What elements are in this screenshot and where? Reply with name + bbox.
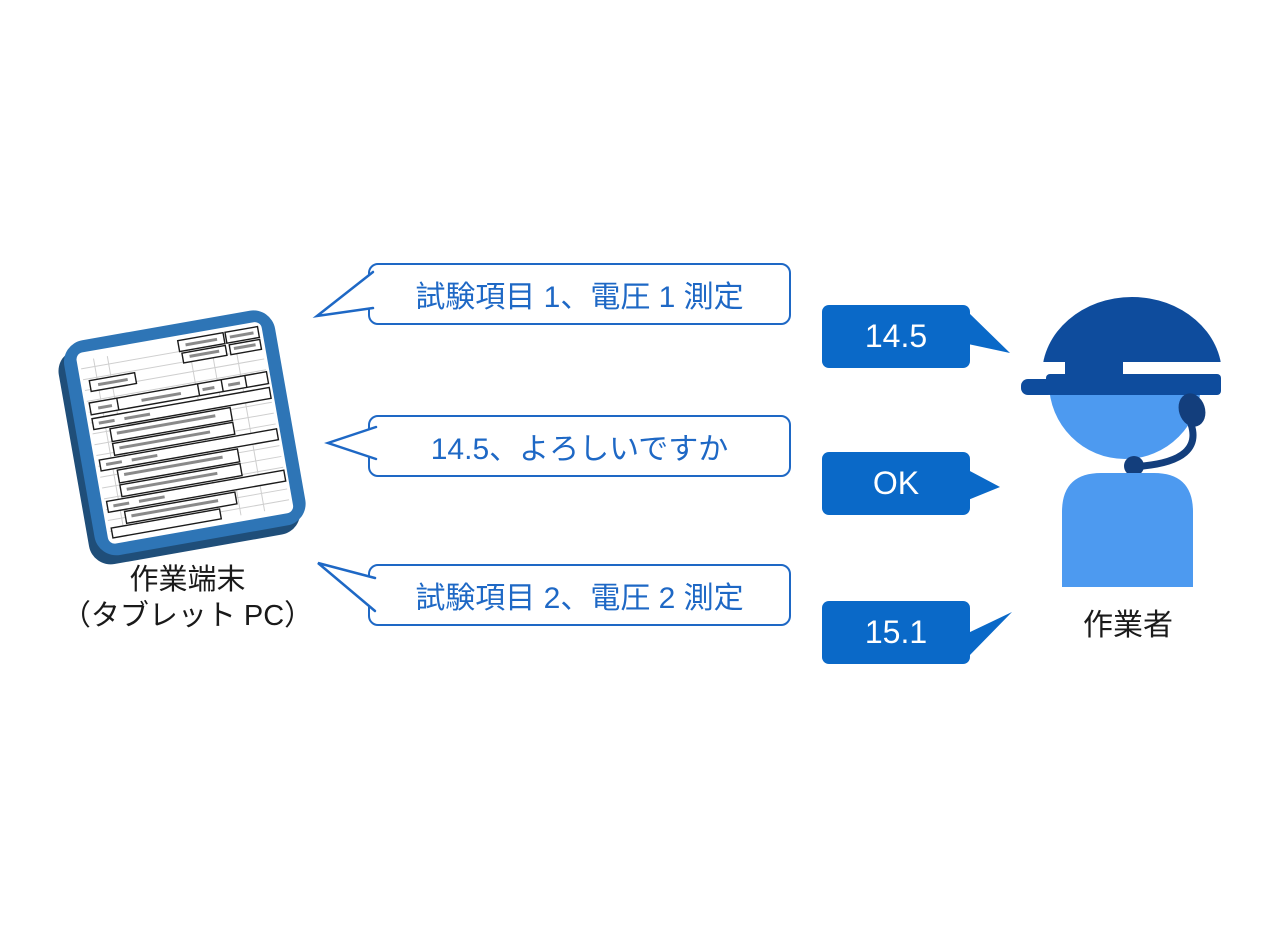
screen-text-marks [97, 331, 256, 518]
tablet-speech-bubble-2: 14.5、よろしいですか [368, 415, 791, 477]
tablet-speech-text-3: 試験項目 2、電圧 2 測定 [415, 582, 744, 615]
tablet-label-line2: （タブレット PC） [61, 600, 314, 632]
worker-body [1062, 473, 1193, 587]
tablet-label-line1: 作業端末 [129, 564, 246, 596]
hard-hat-ridge [1065, 348, 1123, 375]
tablet-speech-bubble-3: 試験項目 2、電圧 2 測定 [368, 564, 791, 626]
tablet-bubble-tail-2 [324, 425, 378, 461]
worker-speech-text-2: OK [872, 465, 920, 501]
headset-earpiece-icon [1178, 393, 1206, 427]
tablet-bubble-tail-3 [317, 561, 377, 613]
tablet-speech-bubble-1: 試験項目 1、電圧 1 測定 [368, 263, 791, 325]
worker-speech-text-3: 15.1 [864, 614, 928, 650]
worker-label: 作業者 [1028, 600, 1228, 644]
tablet-speech-text-2: 14.5、よろしいですか [430, 433, 729, 466]
worker-speech-bubble-3: 15.1 [822, 601, 970, 664]
tablet-speech-text-1: 試験項目 1、電圧 1 測定 [415, 281, 744, 314]
worker-bubble-tail-1 [968, 312, 1010, 353]
worker-bubble-tail-2 [968, 470, 1000, 500]
hard-hat-stripe [1032, 362, 1228, 375]
worker-speech-bubble-2: OK [822, 452, 970, 515]
tablet-bubble-tail-1 [312, 270, 375, 318]
worker-bubble-tail-3 [968, 612, 1012, 657]
tablet-label: 作業端末 （タブレット PC） [35, 562, 340, 634]
headset-mic-icon [1124, 456, 1144, 476]
worker-speech-bubble-1: 14.5 [822, 305, 970, 368]
tablet-pc-illustration [58, 310, 306, 565]
hard-hat-brim [1046, 374, 1221, 395]
headset-boom [1139, 420, 1197, 470]
hard-hat-brim-left [1021, 379, 1055, 395]
worker-illustration [1021, 297, 1228, 587]
worker-label-text: 作業者 [1083, 609, 1173, 642]
worker-speech-text-1: 14.5 [864, 318, 928, 354]
